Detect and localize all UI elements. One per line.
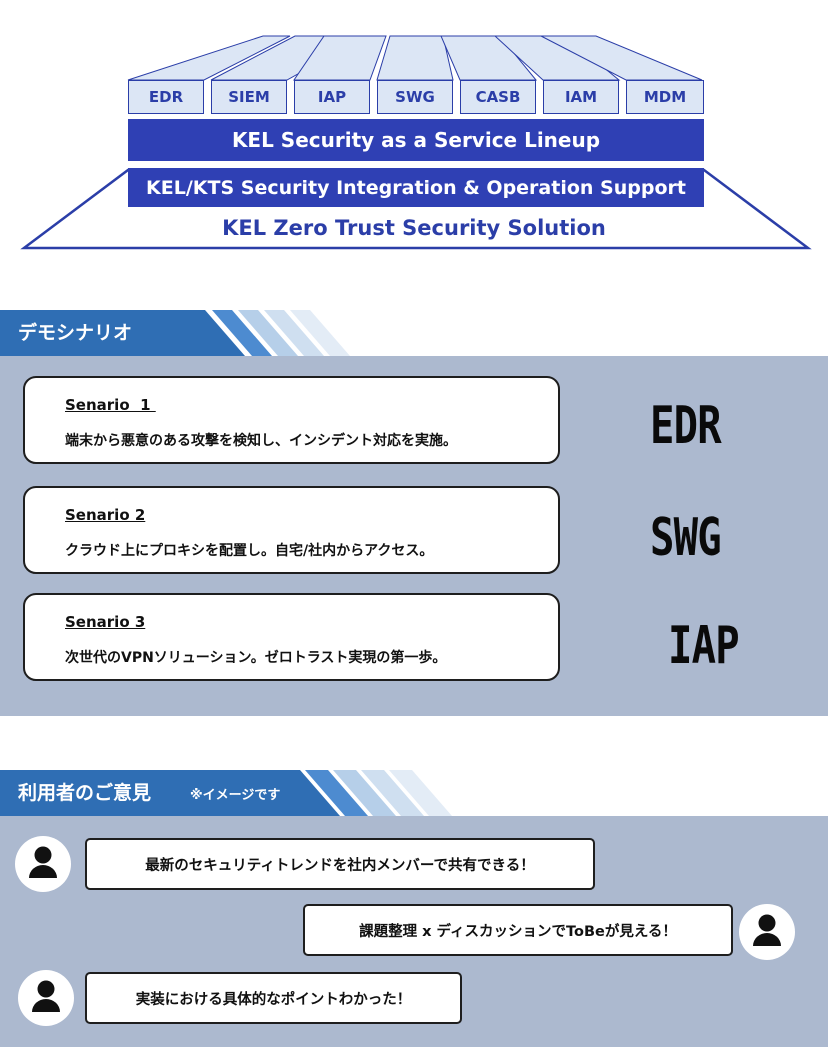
- product-siem: SIEM: [211, 80, 287, 114]
- product-box-tops: [127, 35, 703, 81]
- comment-bubble-3: 実装における具体的なポイントわかった！: [85, 972, 462, 1024]
- scenario-desc: 次世代のVPNソリューション。ゼロトラスト実現の第一歩。: [65, 650, 447, 666]
- product-edr: EDR: [128, 80, 204, 114]
- feedback-section-header: 利用者のご意見 ※イメージです: [0, 770, 460, 816]
- solution-label: KEL Zero Trust Security Solution: [222, 216, 606, 240]
- feedback-note: ※イメージです: [190, 788, 281, 803]
- scenario-card-2: Senario 2 クラウド上にプロキシを配置し。自宅/社内からアクセス。: [23, 486, 560, 574]
- product-top-swg: [376, 35, 454, 81]
- person-icon: [15, 836, 71, 892]
- scenario-desc: クラウド上にプロキシを配置し。自宅/社内からアクセス。: [65, 543, 434, 559]
- scenario-title: Senario 1: [65, 396, 156, 414]
- section-header-stripes: [0, 310, 350, 356]
- product-casb: CASB: [460, 80, 536, 114]
- person-icon: [739, 904, 795, 960]
- scenario-title: Senario 3: [65, 613, 146, 631]
- comment-bubble-2: 課題整理 x ディスカッションでToBeが見える！: [303, 904, 733, 956]
- scenario-card-3: Senario 3 次世代のVPNソリューション。ゼロトラスト実現の第一歩。: [23, 593, 560, 681]
- feedback-panel: 最新のセキュリティトレンドを社内メンバーで共有できる！ 課題整理 x ディスカッ…: [0, 816, 828, 1047]
- demo-section-header: デモシナリオ: [0, 310, 360, 356]
- product-swg: SWG: [377, 80, 453, 114]
- scenario-desc: 端末から悪意のある攻撃を検知し、インシデント対応を実施。: [65, 433, 457, 449]
- scenario-title: Senario 2: [65, 506, 146, 524]
- product-iam: IAM: [543, 80, 619, 114]
- demo-heading: デモシナリオ: [18, 322, 133, 344]
- comment-bubble-1: 最新のセキュリティトレンドを社内メンバーで共有できる！: [85, 838, 595, 890]
- scenario-card-1: Senario 1 端末から悪意のある攻撃を検知し、インシデント対応を実施。: [23, 376, 560, 464]
- feedback-heading: 利用者のご意見: [18, 782, 152, 804]
- section-header-stripes: [0, 770, 452, 816]
- person-icon: [18, 970, 74, 1026]
- integration-band: KEL/KTS Security Integration & Operation…: [128, 168, 704, 207]
- scenario-product-iap: IAP: [668, 616, 740, 676]
- product-mdm: MDM: [626, 80, 704, 114]
- scenario-product-swg: SWG: [650, 508, 722, 568]
- demo-panel: Senario 1 端末から悪意のある攻撃を検知し、インシデント対応を実施。 E…: [0, 356, 828, 716]
- product-iap: IAP: [294, 80, 370, 114]
- lineup-band: KEL Security as a Service Lineup: [128, 119, 704, 161]
- scenario-product-edr: EDR: [650, 396, 722, 456]
